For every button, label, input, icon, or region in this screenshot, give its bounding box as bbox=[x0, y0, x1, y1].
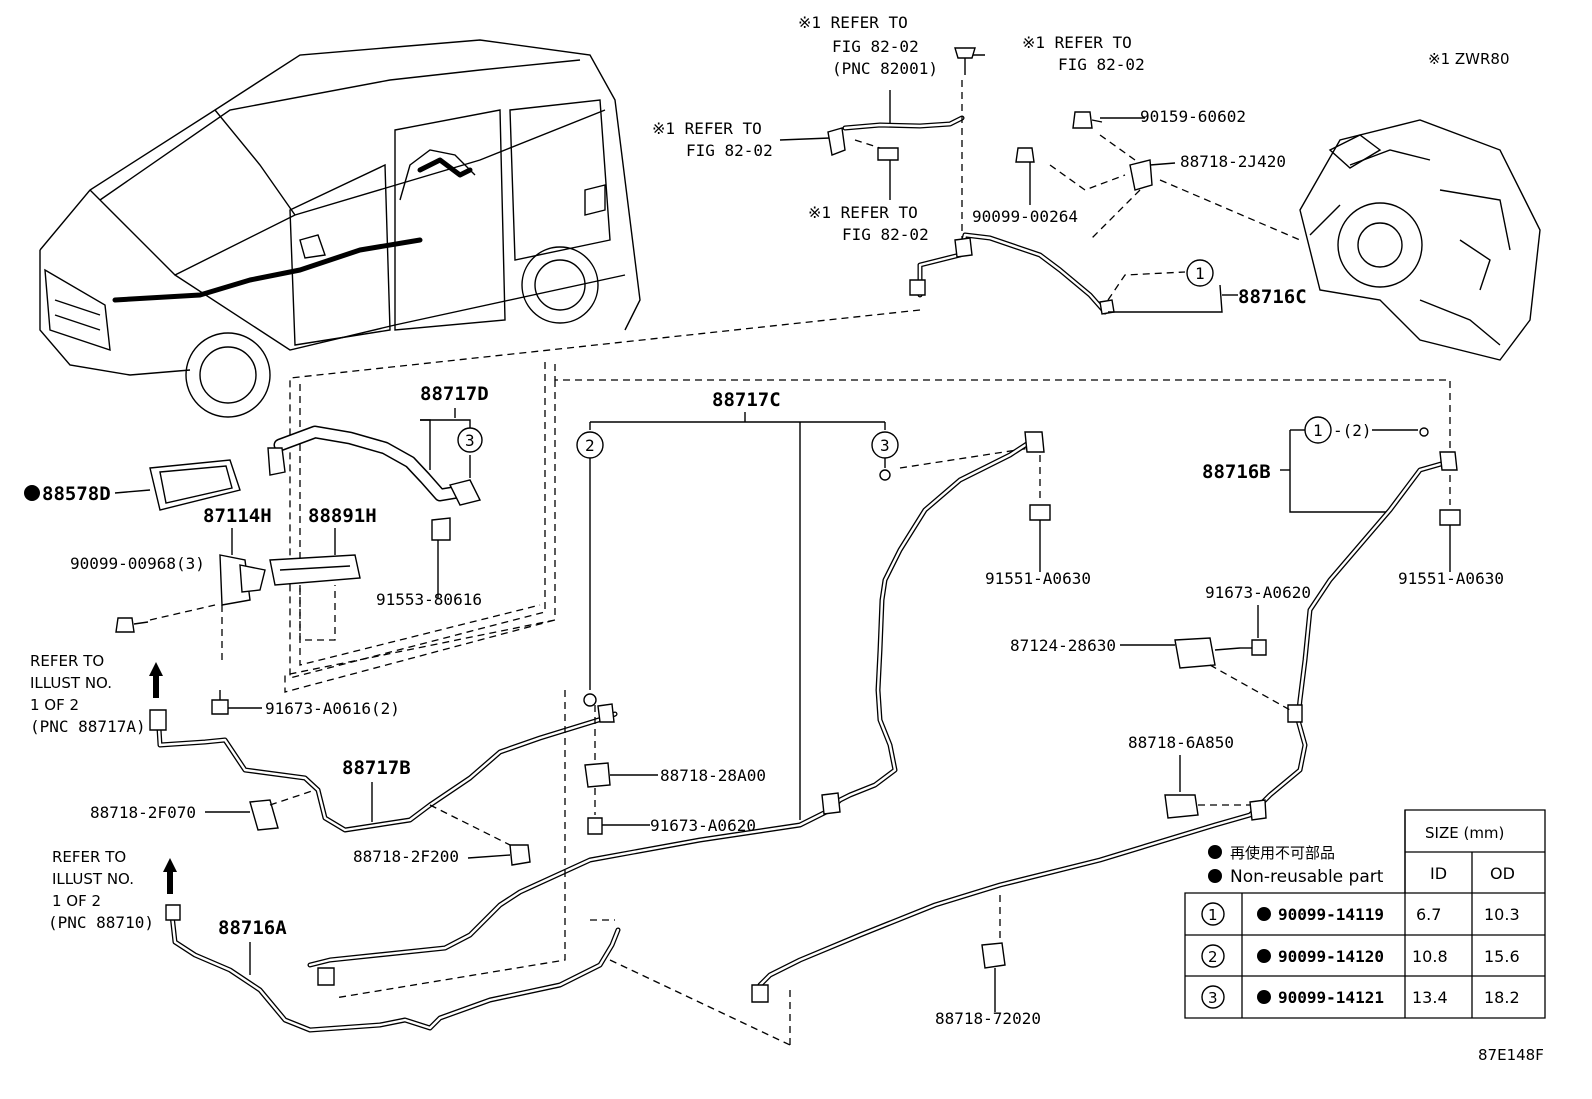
part-88891H: 88891H bbox=[308, 505, 377, 527]
seal-88578D: 88578D bbox=[24, 459, 241, 511]
part-87114H: 87114H bbox=[203, 505, 272, 527]
svg-text:ILLUST NO.: ILLUST NO. bbox=[52, 870, 134, 888]
bracket-group-top-right: 90159-60602 90099-00264 88718-2J420 bbox=[972, 107, 1301, 241]
part-88718-72020: 88718-72020 bbox=[935, 1009, 1041, 1028]
legend: 再使用不可部品 Non-reusable part bbox=[1208, 844, 1384, 887]
svg-text:REFER TO: REFER TO bbox=[30, 652, 104, 670]
part-87124-28630: 87124-28630 bbox=[1010, 636, 1116, 655]
clamp-88718-6A850: 88718-6A850 bbox=[1128, 733, 1250, 819]
col-od: OD bbox=[1490, 864, 1515, 883]
part-90099-00264: 90099-00264 bbox=[972, 207, 1078, 226]
part-91673-A0616: 91673-A0616(2) bbox=[265, 699, 400, 718]
outline-inner bbox=[284, 380, 556, 693]
connector-87124-28630: 91673-A0620 87124-28630 bbox=[1010, 583, 1311, 711]
part-88716B: 88716B bbox=[1202, 461, 1271, 483]
svg-text:※1 REFER TO: ※1 REFER TO bbox=[652, 119, 762, 138]
clamp-88718-72020: 88718-72020 bbox=[935, 895, 1041, 1028]
hose-88717D: 88717D 3 91553-80616 bbox=[267, 383, 489, 609]
valve-group-87114H-88891H: 87114H 88891H 90099-00968(3) 91673-A0616… bbox=[70, 505, 400, 718]
svg-text:2: 2 bbox=[1208, 948, 1218, 966]
part-88717C: 88717C bbox=[712, 389, 781, 411]
part-88718-2F200: 88718-2F200 bbox=[353, 847, 459, 866]
svg-text:※1 REFER TO: ※1 REFER TO bbox=[808, 203, 918, 222]
refer-note-mid: ※1 REFER TO FIG 82-02 bbox=[808, 203, 929, 244]
callout-3-88717C: 3 bbox=[880, 436, 890, 455]
refer-note-top: ※1 REFER TO FIG 82-02 (PNC 82001) bbox=[798, 13, 938, 78]
svg-text:FIG 82-02: FIG 82-02 bbox=[686, 141, 773, 160]
table-row: 2 90099-14120 10.8 15.6 bbox=[1201, 944, 1520, 968]
svg-text:90099-14121: 90099-14121 bbox=[1278, 988, 1384, 1007]
svg-text:1 OF 2: 1 OF 2 bbox=[52, 892, 101, 910]
part-91673-A0620-a: 91673-A0620 bbox=[1205, 583, 1311, 602]
svg-text:REFER TO: REFER TO bbox=[52, 848, 126, 866]
callout-3-88717D: 3 bbox=[465, 431, 475, 450]
pipe-88716B: 1 -(2) 88716B 91551-A0630 bbox=[751, 416, 1504, 1003]
refer-illust-note-1: REFER TO ILLUST NO. 1 OF 2 (PNC 88717A) bbox=[30, 652, 163, 736]
part-88718-2J420: 88718-2J420 bbox=[1180, 152, 1286, 171]
part-91553-80616: 91553-80616 bbox=[376, 590, 482, 609]
svg-text:(PNC 82001): (PNC 82001) bbox=[832, 59, 938, 78]
part-88716A: 88716A bbox=[218, 917, 287, 939]
refer-note-left: ※1 REFER TO FIG 82-02 bbox=[652, 119, 773, 160]
size-header: SIZE (mm) bbox=[1425, 824, 1504, 842]
svg-text:FIG 82-02: FIG 82-02 bbox=[832, 37, 919, 56]
svg-text:FIG 82-02: FIG 82-02 bbox=[1058, 55, 1145, 74]
svg-text:※1 REFER TO: ※1 REFER TO bbox=[1022, 33, 1132, 52]
svg-text:6.7: 6.7 bbox=[1416, 905, 1441, 924]
part-88718-28A00: 88718-28A00 bbox=[660, 766, 766, 785]
part-88718-2F070: 88718-2F070 bbox=[90, 803, 196, 822]
callout-2-88717C: 2 bbox=[585, 436, 595, 455]
svg-text:(PNC 88717A): (PNC 88717A) bbox=[30, 717, 146, 736]
svg-text:10.8: 10.8 bbox=[1412, 947, 1448, 966]
svg-text:※1 REFER TO: ※1 REFER TO bbox=[798, 13, 908, 32]
part-91673-A0620-b: 91673-A0620 bbox=[650, 816, 756, 835]
part-90159-60602: 90159-60602 bbox=[1140, 107, 1246, 126]
size-table: SIZE (mm) ID OD 1 90099-14119 6.7 10.3 2… bbox=[1184, 809, 1546, 1019]
svg-text:1 OF 2: 1 OF 2 bbox=[30, 696, 79, 714]
part-90099-00968: 90099-00968(3) bbox=[70, 554, 205, 573]
part-88717D: 88717D bbox=[420, 383, 489, 405]
svg-text:10.3: 10.3 bbox=[1484, 905, 1520, 924]
svg-text:3: 3 bbox=[1208, 989, 1218, 1007]
svg-text:90099-14120: 90099-14120 bbox=[1278, 947, 1384, 966]
refer-note-right: ※1 REFER TO FIG 82-02 bbox=[1022, 33, 1145, 74]
part-91551-A0630-a: 91551-A0630 bbox=[985, 569, 1091, 588]
part-91551-A0630-b: 91551-A0630 bbox=[1398, 569, 1504, 588]
svg-text:FIG 82-02: FIG 82-02 bbox=[842, 225, 929, 244]
svg-text:(PNC 88710): (PNC 88710) bbox=[48, 913, 154, 932]
part-88716C: 88716C bbox=[1238, 286, 1307, 308]
svg-text:1: 1 bbox=[1208, 906, 1218, 924]
outline-88717D-group bbox=[289, 309, 921, 679]
svg-text:18.2: 18.2 bbox=[1484, 988, 1520, 1007]
legend-en: Non-reusable part bbox=[1230, 867, 1384, 887]
table-row: 3 90099-14121 13.4 18.2 bbox=[1201, 985, 1520, 1009]
sub-qty-2: -(2) bbox=[1333, 421, 1372, 440]
outline-88717C-group-2 bbox=[554, 364, 1451, 455]
pipe-88717B: 88717B 88718-2F070 88718-2F200 bbox=[90, 703, 618, 866]
transaxle-illustration bbox=[1299, 119, 1541, 361]
legend-jp: 再使用不可部品 bbox=[1230, 844, 1335, 862]
callout-1-88716B: 1 bbox=[1313, 421, 1323, 440]
pipe-88716C: 1 88716C bbox=[909, 232, 1307, 315]
part-88717B: 88717B bbox=[342, 757, 411, 779]
svg-text:90099-14119: 90099-14119 bbox=[1278, 905, 1384, 924]
model-note: ※1 ZWR80 bbox=[1428, 50, 1510, 68]
part-88578D: 88578D bbox=[42, 483, 111, 505]
col-id: ID bbox=[1430, 864, 1447, 883]
svg-text:15.6: 15.6 bbox=[1484, 947, 1520, 966]
outline-88717C-group bbox=[299, 384, 541, 666]
top-cable-group bbox=[779, 47, 985, 240]
vehicle-illustration bbox=[39, 39, 641, 418]
table-row: 1 90099-14119 6.7 10.3 bbox=[1201, 902, 1520, 926]
figure-code: 87E148F bbox=[1478, 1046, 1544, 1064]
callout-1-88716C: 1 bbox=[1195, 264, 1205, 283]
part-88718-6A850: 88718-6A850 bbox=[1128, 733, 1234, 752]
pipe-88716A: REFER TO ILLUST NO. 1 OF 2 (PNC 88710) 8… bbox=[48, 848, 791, 1046]
svg-text:13.4: 13.4 bbox=[1412, 988, 1448, 1007]
svg-text:ILLUST NO.: ILLUST NO. bbox=[30, 674, 112, 692]
pipe-88717C: 88717C 2 3 91551-A0630 88718-28A00 91673… bbox=[307, 389, 1091, 999]
